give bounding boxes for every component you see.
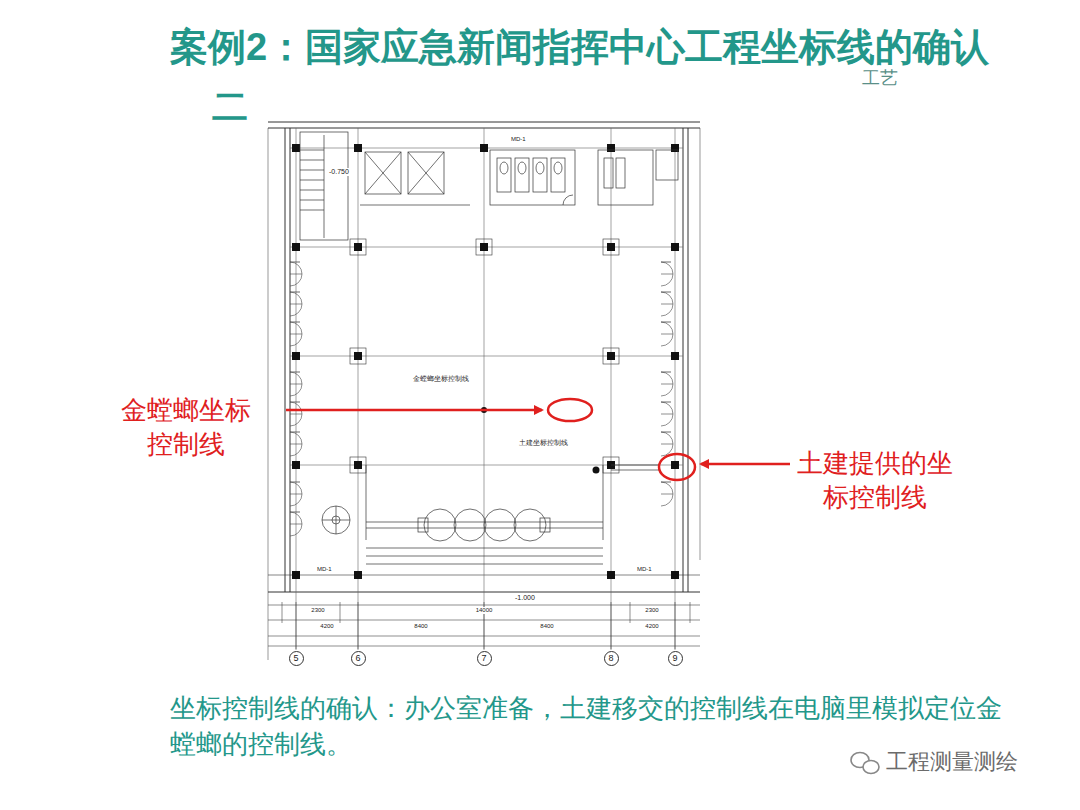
door-tag: MD-1: [316, 566, 333, 573]
dimension: 4200: [319, 623, 334, 630]
axis-bubble: 6: [351, 651, 366, 666]
slide-title: 案例2：国家应急新闻指挥中心工程坐标线的确认: [170, 26, 989, 70]
axis-number: 7: [481, 654, 486, 663]
dimension: 8400: [539, 623, 554, 630]
elevation-mark: -0.750: [328, 168, 350, 176]
dimension: 4200: [644, 623, 659, 630]
door-tag: MD-1: [636, 566, 653, 573]
dimension: 8400: [413, 623, 428, 630]
axis-number: 6: [355, 654, 360, 663]
axis-number: 9: [672, 654, 677, 663]
subtitle-mark: 二: [212, 86, 248, 127]
axis-number: 5: [293, 654, 298, 663]
dimension: 14000: [475, 607, 494, 614]
axis-number: 8: [608, 654, 613, 663]
plan-note: 金螳螂坐标控制线: [412, 375, 470, 383]
dimension: 2300: [644, 607, 659, 614]
callout-label: 土建提供的坐标控制线: [792, 447, 958, 515]
callout-label: 金螳螂坐标控制线: [110, 394, 262, 462]
axis-bubble: 7: [477, 651, 492, 666]
axis-bubble: 9: [668, 651, 683, 666]
axis-bubble: 5: [289, 651, 304, 666]
elevation-mark: -1.000: [514, 594, 536, 602]
overlay-text: 工艺: [862, 68, 898, 89]
plan-note: 土建坐标控制线: [518, 439, 569, 447]
dimension: 2300: [310, 607, 325, 614]
door-tag: MD-1: [510, 136, 527, 143]
axis-bubble: 8: [604, 651, 619, 666]
watermark: 工程测量测绘: [886, 749, 1018, 774]
